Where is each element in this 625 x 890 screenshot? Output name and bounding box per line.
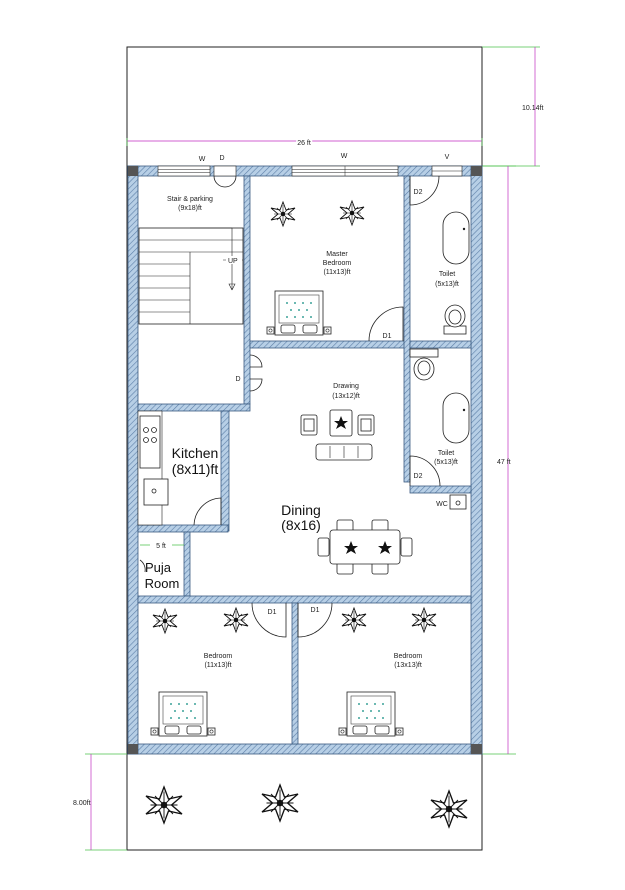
dining-name: Dining <box>281 502 321 518</box>
toilet2-name: Toilet <box>438 450 454 457</box>
vent-label: V <box>445 154 450 161</box>
top-width-dimension: 26 ft 26 ft <box>126 138 483 149</box>
plant-icon <box>223 607 249 633</box>
toilet1-name: Toilet <box>439 271 455 278</box>
wc-icon <box>443 304 467 335</box>
plant-icon <box>145 786 183 824</box>
top-width-label: 26 ft <box>297 140 311 147</box>
window-top-left: W <box>157 156 211 177</box>
plant-icon <box>270 201 296 227</box>
door-top-label: D <box>219 155 224 162</box>
door-drawing: D <box>235 354 263 392</box>
drawing-room-name: Drawing <box>333 383 359 390</box>
plant-icon <box>152 608 178 634</box>
door-bed-right-label: D1 <box>311 607 320 614</box>
dining-size: (8x16) <box>281 517 321 533</box>
toilet1-size: (5x13)ft <box>435 281 459 288</box>
vent-top: V <box>431 154 463 177</box>
puja-dimension: 5 ft <box>140 540 184 550</box>
bed-icon <box>338 691 404 737</box>
bedroom-left-name: Bedroom <box>204 653 233 660</box>
total-depth-label: 47 ft <box>497 459 511 466</box>
door-drawing-label: D <box>235 376 240 383</box>
plant-icon <box>261 784 299 822</box>
master-room-name-line2: Bedroom <box>323 260 352 267</box>
door-bedroom-right: D1 <box>297 602 333 638</box>
door-toilet-top-label: D2 <box>414 189 423 196</box>
window-center-label: W <box>341 153 348 160</box>
door-toilet-top: D2 <box>409 175 440 206</box>
bedroom-right-size: (13x13)ft <box>394 662 422 669</box>
door-top-small: D <box>213 155 237 188</box>
svg-text:26 ft: 26 ft <box>297 140 311 147</box>
puja-width-label: 5 ft <box>156 543 166 550</box>
top-depth-dimension: 10.14ft <box>482 46 543 167</box>
window-top-center: W <box>291 153 399 177</box>
door-puja <box>139 559 146 573</box>
toilet2-size: (5x13)ft <box>434 459 458 466</box>
bedroom-left-size: (11x13)ft <box>204 662 231 669</box>
wc-icon <box>409 348 439 381</box>
washbasin-icon: WC <box>436 494 467 510</box>
total-depth-dimension: 47 ft <box>482 165 516 755</box>
bed-icon <box>150 691 216 737</box>
door-bed-left-label: D1 <box>268 609 277 616</box>
dining-table-icon <box>317 519 413 575</box>
door-master-label: D1 <box>383 333 392 340</box>
window-left-label: W <box>199 156 206 163</box>
drawing-room-size: (13x12)ft <box>332 393 360 400</box>
puja-name-line1: Puja <box>145 560 172 575</box>
plant-icon <box>430 790 468 828</box>
master-room-size: (11x13)ft <box>323 269 350 276</box>
kitchen-size: (8x11)ft <box>172 461 219 477</box>
staircase: UP <box>138 227 244 325</box>
sofa-set-icon <box>300 409 375 461</box>
bottom-depth-dimension: 8.00ft <box>73 753 127 851</box>
door-toilet-lower: D2 <box>409 455 441 487</box>
door-master: D1 <box>368 306 404 342</box>
puja-name-line2: Room <box>145 576 180 591</box>
door-bedroom-left: D1 <box>251 602 287 638</box>
kitchen-counter <box>137 410 169 526</box>
bathtub-icon <box>442 211 470 265</box>
stair-room-size: (9x18)ft <box>178 205 202 212</box>
bedroom-right-name: Bedroom <box>394 653 423 660</box>
stair-up-label: UP <box>228 258 238 265</box>
door-toilet-lower-label: D2 <box>414 473 423 480</box>
plant-icon <box>339 200 365 226</box>
plant-icon <box>341 607 367 633</box>
plant-icon <box>411 607 437 633</box>
bed-icon <box>266 290 332 336</box>
bottom-depth-label: 8.00ft <box>73 800 91 807</box>
bathtub-icon <box>442 392 470 444</box>
stair-room-name: Stair & parking <box>167 196 213 203</box>
door-kitchen <box>193 497 222 526</box>
top-depth-label: 10.14ft <box>522 105 543 112</box>
kitchen-name: Kitchen <box>172 445 219 461</box>
master-room-name-line1: Master <box>326 251 348 258</box>
wc-label: WC <box>436 501 448 508</box>
